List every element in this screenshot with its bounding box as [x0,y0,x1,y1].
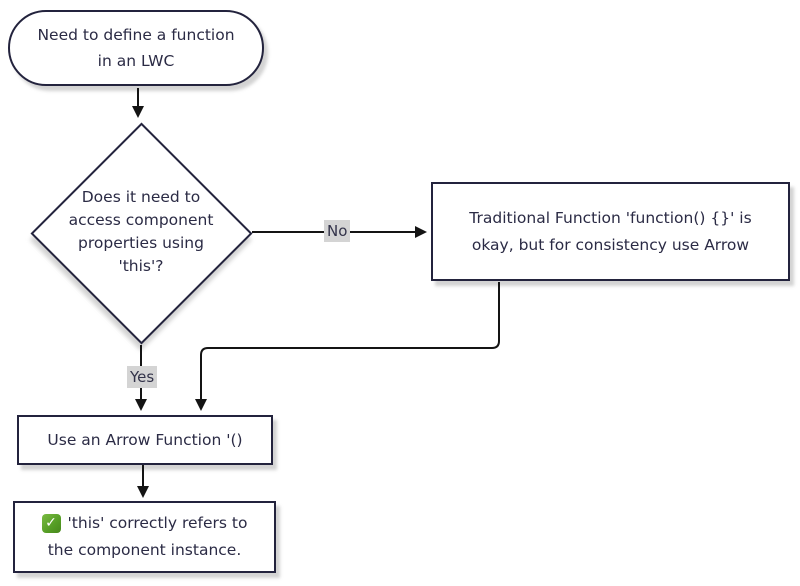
result-text-1: 'this' correctly refers to [67,514,248,532]
traditional-function-node: Traditional Function 'function() {}' is … [431,182,790,281]
check-icon: ✓ [41,514,61,533]
start-line-2: in an LWC [97,52,175,70]
edge-no-arrowhead [415,226,427,238]
decision-line-1: Does it need to [81,188,201,206]
decision-line-4: 'this'? [118,257,164,275]
decision-line-3: properties using [78,234,204,252]
result-node: ✓ 'this' correctly refers to the compone… [13,501,276,573]
arrow-function-node: Use an Arrow Function '() [17,415,273,465]
traditional-line-2: okay, but for consistency use Arrow [471,235,750,254]
decision-line-2: access component [68,211,214,229]
edge-arrow-result-arrowhead [137,486,149,498]
result-line-1: ✓ 'this' correctly refers to [41,510,248,537]
edge-yes-arrowhead [135,399,147,411]
edge-traditional-arrow-arrowhead [195,399,207,411]
start-terminator-node: Need to define a function in an LWC [8,10,264,86]
edge-label-yes: Yes [127,366,158,388]
start-line-1: Need to define a function [37,26,235,44]
edge-label-no: No [324,220,351,242]
traditional-line-1: Traditional Function 'function() {}' is [469,208,752,227]
arrow-function-line-1: Use an Arrow Function '() [47,430,243,449]
result-text-2: the component instance. [47,541,242,559]
edge-start-decision-arrowhead [132,106,144,118]
decision-diamond-text: Does it need to access component propert… [41,186,241,278]
edge-traditional-arrow-line [200,282,500,400]
